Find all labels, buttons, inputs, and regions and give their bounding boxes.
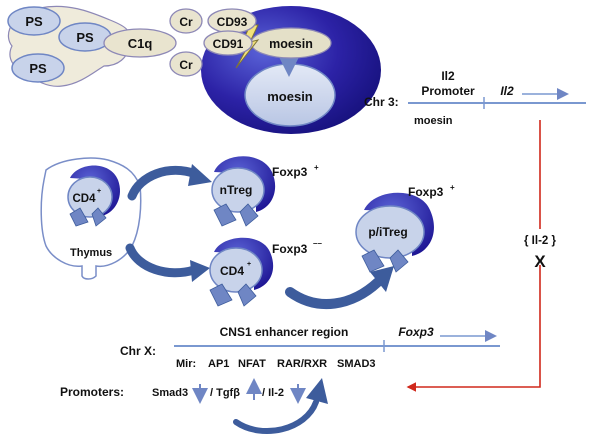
foxp3-gene-label: Foxp3 [398,325,434,339]
factor-nfat: NFAT [238,358,266,370]
chrx-label: Chr X: [120,344,156,358]
promoter-tgfb: / Tgfβ [210,387,240,399]
cd91-oval: CD91 [203,30,253,56]
foxp3-positive-sup-1: + [314,163,319,172]
ps-oval-3: PS [11,53,65,83]
factor-rar-rxr: RAR/RXR [277,358,327,370]
cd4-thymus-label: CD4 [72,193,96,205]
cd4-peripheral-label: CD4 [220,264,244,278]
foxp3-positive-label-1: Foxp3 [272,165,308,179]
factor-smad3: SMAD3 [337,358,376,370]
c1q-oval: C1q [103,28,177,58]
il2-promoter-line2: Promoter [421,84,475,98]
curved-arrow-to-ntreg [127,166,201,201]
ps-oval-1: PS [7,6,61,36]
red-connector-line [406,120,541,392]
curved-arrow-to-cd4-head [190,260,210,282]
il2-promoter-line1: Il2 [441,69,455,83]
cd93-label: CD93 [217,15,248,29]
promoters-label: Promoters: [60,385,124,399]
pitreg-cell: p/iTreg [355,192,434,273]
mir-label: Mir: [176,358,196,370]
cd4-peripheral-cell: CD4 + [209,237,274,307]
cd4-thymus-sup: + [97,188,101,195]
c1q-label: C1q [128,36,153,51]
cd93-oval: CD93 [207,8,257,34]
ntreg-cell: nTreg [211,156,276,227]
ntreg-label: nTreg [220,183,253,197]
ps-label-1: PS [25,14,43,29]
ps-oval-2: PS [58,22,112,52]
promoter-smad3: Smad3 [152,387,188,399]
cr-oval-top: Cr [169,8,203,34]
cr-bottom-label: Cr [179,58,193,72]
thymus-label: Thymus [70,247,112,259]
curved-arrow-to-pitreg-head [370,266,394,292]
ps-label-3: PS [29,61,47,76]
curved-arrow-to-pitreg [285,277,383,309]
chr3-moesin-label: moesin [414,115,453,127]
foxp3-positive-sup-2: + [450,183,455,192]
il2-gene-label: Il2 [500,84,514,98]
chr3-label: Chr 3: [364,95,399,109]
cd4-peripheral-sup: + [247,261,251,268]
cns1-enhancer-label: CNS1 enhancer region [220,325,349,339]
curved-arrow-to-cd4 [125,243,199,278]
ps-label-2: PS [76,30,94,45]
cr-oval-bottom: Cr [169,51,203,77]
pitreg-label: p/iTreg [368,225,407,239]
moesin-bottom-label: moesin [267,89,313,104]
il2-block-label: { Il-2 } [524,235,556,247]
foxp3-positive-label-2: Foxp3 [408,185,444,199]
il2-block-x-mark: X [534,252,546,271]
cd4-thymus-cell: CD4 + [67,165,121,227]
curved-arrow-feedback [233,399,319,435]
cd91-label: CD91 [213,37,244,51]
cr-top-label: Cr [179,15,193,29]
curved-arrow-feedback-head [306,378,328,404]
factor-ap1: AP1 [208,358,229,370]
moesin-top-label: moesin [269,37,313,51]
foxp3-negative-label: Foxp3 [272,242,308,256]
promoter-il2: / Il-2 [262,387,284,399]
curved-arrow-to-ntreg-head [188,164,212,186]
foxp3-negative-sup: –– [313,239,322,248]
